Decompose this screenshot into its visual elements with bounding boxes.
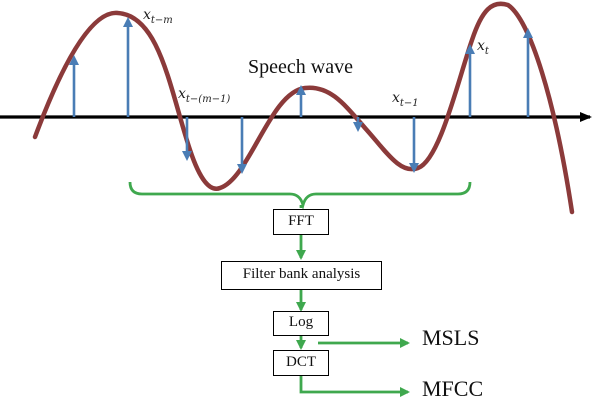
sample-arrows (69, 17, 533, 174)
sample-label-t-minus-m-minus-1: xt−(m−1) (178, 86, 231, 105)
fft-box: FFT (273, 209, 329, 235)
dct-box: DCT (273, 350, 329, 376)
sample-label-t-minus-m: xt−m (143, 7, 173, 26)
sample-label-t-minus-1: xt−1 (392, 90, 419, 109)
filter-bank-box: Filter bank analysis (221, 261, 382, 290)
window-brace (128, 181, 472, 211)
speech-waveform (32, 1, 575, 215)
flow-arrows (296, 205, 410, 397)
mfcc-label: MFCC (422, 376, 484, 401)
wave-title: Speech wave (248, 56, 353, 78)
msls-label: MSLS (422, 325, 480, 350)
flow-arrow-dct-mfcc (299, 375, 410, 397)
sample-label-t: xt (477, 38, 489, 57)
log-box: Log (273, 311, 329, 336)
